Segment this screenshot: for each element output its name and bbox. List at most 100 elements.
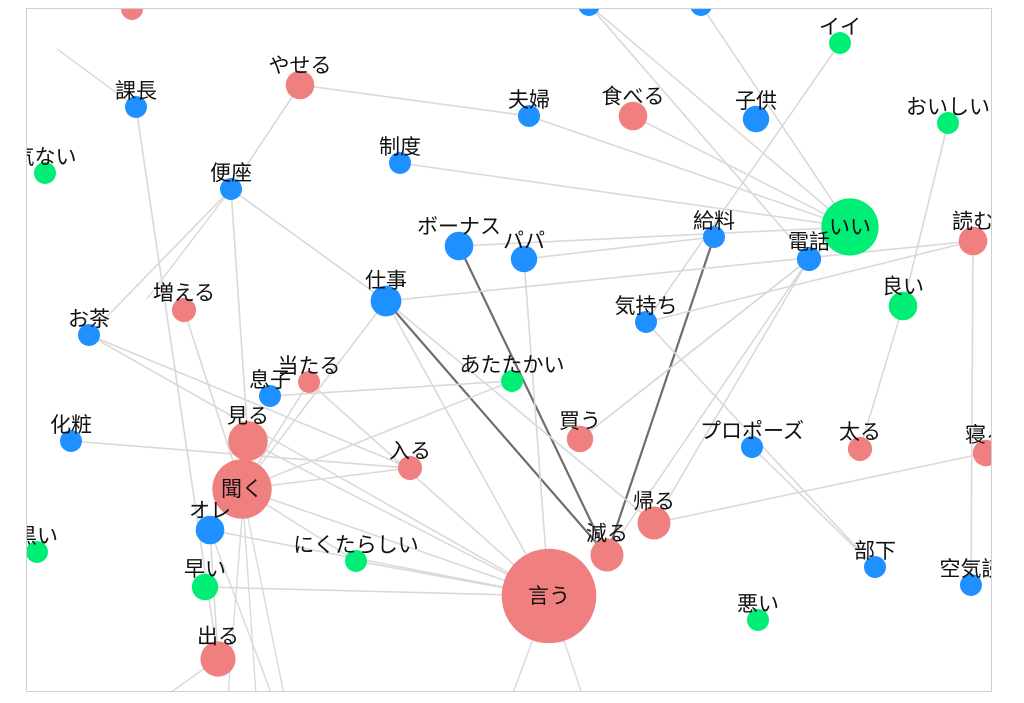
node-ii_small[interactable]: [829, 32, 851, 54]
node-label-heru: 減る: [586, 522, 628, 546]
node-label-warui: 悪い: [737, 592, 779, 616]
node-label-kachou: 課長: [115, 79, 157, 103]
node-kau[interactable]: [566, 425, 594, 453]
node-label-kinai: 気ない: [27, 145, 77, 169]
edge-shigoto-heru: [385, 300, 608, 556]
node-label-benza: 便座: [210, 161, 252, 185]
node-label-deru: 出る: [197, 624, 239, 648]
node-iu[interactable]: [501, 548, 597, 644]
label-layer: イイ課長やせる夫婦食べる子供おいしい気ない制度便座いい読むボーナスパパ給料電話良…: [27, 15, 993, 648]
node-kuroi[interactable]: [27, 541, 48, 563]
node-benza[interactable]: [220, 178, 242, 200]
node-fuufu[interactable]: [518, 105, 540, 127]
node-ataru[interactable]: [298, 371, 320, 393]
node-label-kimochi: 気持ち: [615, 294, 678, 318]
node-label-seido: 制度: [379, 135, 421, 159]
edge-ataru-iu: [308, 381, 550, 597]
node-label-kuuki: 空気読: [940, 557, 993, 581]
node-label-yoi: 良い: [882, 275, 924, 299]
edge-benza-miru: [230, 188, 249, 442]
node-label-papa: パパ: [503, 229, 545, 253]
node-kyuuryou[interactable]: [703, 226, 725, 248]
node-kuuki[interactable]: [960, 574, 982, 596]
node-propose[interactable]: [741, 436, 763, 458]
node-bonus[interactable]: [444, 231, 474, 261]
node-label-futoru: 太る: [839, 420, 881, 444]
node-nikutarashii[interactable]: [345, 550, 367, 572]
edge-ocha-hairu: [88, 334, 411, 469]
node-label-neru: 寝る: [965, 423, 992, 447]
node-label-fueru: 増える: [153, 281, 215, 305]
node-buka[interactable]: [864, 556, 886, 578]
node-hayai[interactable]: [191, 573, 219, 601]
node-label-ataru: 当たる: [278, 354, 341, 378]
node-yomu[interactable]: [958, 226, 988, 256]
edge-propose-buka: [751, 446, 876, 568]
edge-papa-kyuuryou: [523, 236, 715, 260]
edge-papa-iu: [523, 258, 550, 597]
edge-yaseru-benza: [230, 84, 301, 190]
node-label-kau: 買う: [559, 409, 601, 433]
edge-offscreen-6: [56, 48, 137, 108]
node-taberu[interactable]: [618, 101, 648, 131]
node-keshou[interactable]: [60, 430, 82, 452]
node-warui[interactable]: [747, 609, 769, 631]
node-label-ii_small: イイ: [819, 15, 861, 39]
node-label-nikutarashii: にくたらしい: [293, 533, 419, 557]
node-label-denwa: 電話: [788, 230, 830, 254]
node-neru[interactable]: [972, 439, 992, 467]
node-label-bonus: ボーナス: [417, 215, 501, 239]
node-ocha[interactable]: [78, 324, 100, 346]
node-hairu[interactable]: [397, 455, 423, 481]
edge-shigoto-kiku: [241, 300, 387, 490]
node-label-fuufu: 夫婦: [508, 88, 550, 112]
node-kiku[interactable]: [212, 459, 272, 519]
node-denwa[interactable]: [796, 246, 822, 272]
edge-kiku-iu: [241, 488, 550, 597]
node-label-yaseru: やせる: [269, 54, 332, 78]
node-papa[interactable]: [510, 245, 538, 273]
edge-bonus-ii_big: [458, 226, 851, 247]
edge-yaseru-fuufu: [299, 84, 530, 117]
node-label-buka: 部下: [854, 539, 896, 563]
node-label-ii_big: いい: [829, 215, 871, 239]
node-oishii[interactable]: [937, 112, 959, 134]
edge-seido-ii_big: [399, 162, 851, 228]
node-atatakai[interactable]: [501, 370, 523, 392]
node-yoi[interactable]: [888, 291, 918, 321]
node-label-taberu: 食べる: [602, 85, 665, 109]
node-seido[interactable]: [389, 152, 411, 174]
node-heru[interactable]: [590, 538, 624, 572]
node-kimochi[interactable]: [635, 311, 657, 333]
edge-taberu-ii_big: [632, 115, 851, 228]
node-futoru[interactable]: [847, 436, 873, 462]
edge-hayai-iu: [204, 586, 550, 597]
node-ii_big[interactable]: [821, 198, 879, 256]
edge-offscreen-0: [241, 488, 257, 691]
edge-layer: [56, 9, 987, 691]
node-kaeru[interactable]: [637, 506, 671, 540]
node-kodomo[interactable]: [742, 105, 770, 133]
node-yaseru[interactable]: [285, 70, 315, 100]
edge-yoi-oishii: [902, 122, 949, 307]
node-fueru[interactable]: [171, 297, 197, 323]
edge-bonus-heru: [458, 245, 608, 556]
co-occurrence-network[interactable]: イイ課長やせる夫婦食べる子供おいしい気ない制度便座いい読むボーナスパパ給料電話良…: [27, 9, 992, 692]
edge-kyuuryou-heru: [605, 236, 716, 556]
node-deru[interactable]: [200, 641, 236, 677]
node-musuko[interactable]: [259, 385, 281, 407]
edge-atatakai-musuko: [269, 380, 513, 397]
node-n_top_blue1[interactable]: [578, 9, 600, 16]
edge-shigoto-yomu: [385, 240, 974, 302]
node-shigoto[interactable]: [370, 285, 402, 317]
node-n_top_blue2[interactable]: [690, 9, 712, 16]
node-kachou[interactable]: [125, 96, 147, 118]
node-label-hairu: 入る: [389, 439, 431, 463]
node-miru[interactable]: [228, 421, 268, 461]
node-kinai[interactable]: [34, 162, 56, 184]
node-n_top_pink[interactable]: [121, 9, 143, 20]
node-ore[interactable]: [195, 515, 225, 545]
edge-kuuki-yomu: [970, 240, 974, 586]
node-label-propose: プロポーズ: [700, 419, 804, 443]
edge-kachou-deru: [135, 106, 219, 660]
